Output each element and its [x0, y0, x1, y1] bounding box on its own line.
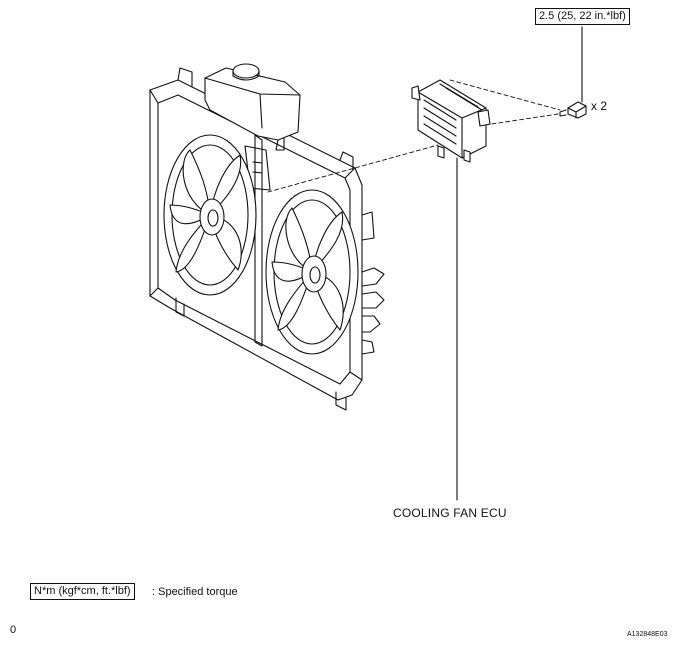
bolt-quantity-label: x 2	[591, 99, 608, 113]
left-fan	[163, 134, 257, 296]
page-marker: 0	[10, 624, 17, 636]
cooling-fan-ecu	[411, 79, 491, 163]
legend-unit-box: N*m (kgf*cm, ft.*lbf)	[30, 583, 135, 600]
bolt	[559, 101, 587, 119]
right-fan	[265, 189, 359, 355]
reservoir-tank	[204, 63, 301, 151]
cooling-fan-ecu-label: COOLING FAN ECU	[393, 506, 507, 520]
figure-id: A132848E03	[627, 631, 668, 638]
legend-description: : Specified torque	[152, 586, 238, 598]
torque-spec-box: 2.5 (25, 22 in.*lbf)	[535, 8, 630, 25]
installation-guide-lines	[267, 79, 561, 193]
